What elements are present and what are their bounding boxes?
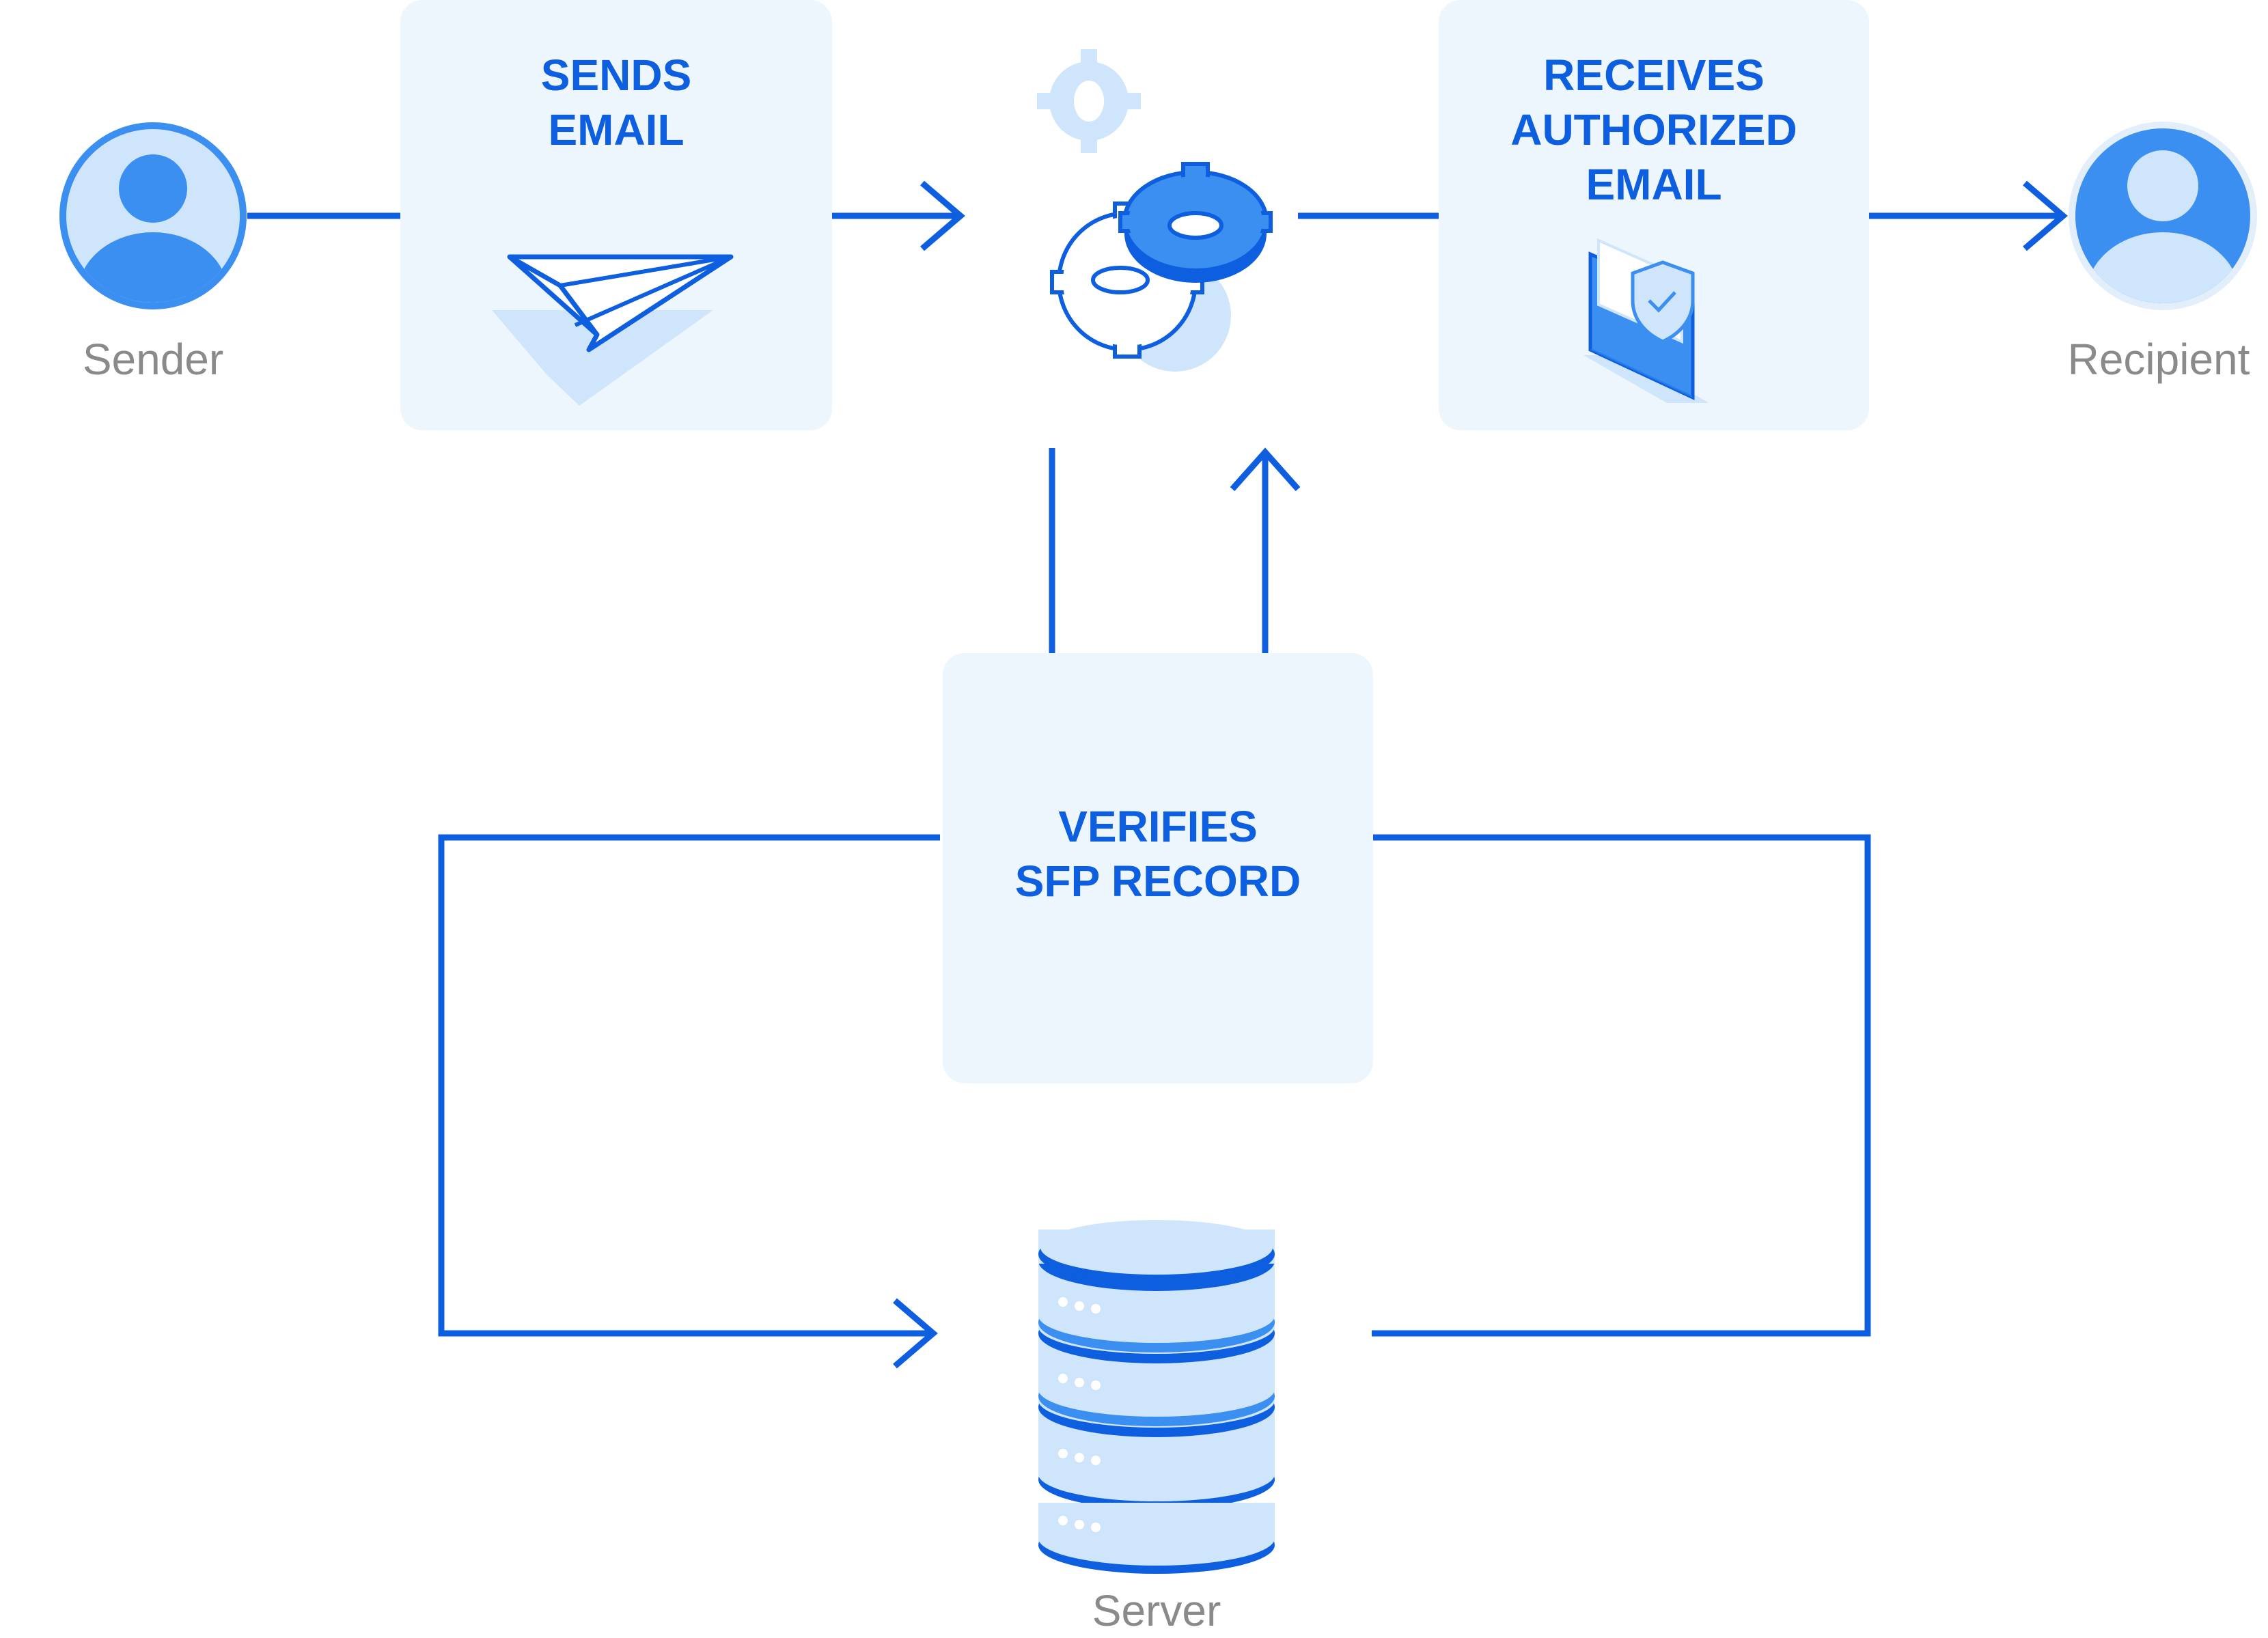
sender-avatar-icon — [59, 122, 247, 309]
gears-icon — [1037, 49, 1273, 372]
sender-label: Sender — [82, 335, 224, 384]
database-icon — [1038, 1220, 1275, 1574]
recipient-label: Recipient — [2067, 335, 2250, 384]
server-label: Server — [1092, 1586, 1221, 1635]
verifies-record-box: VERIFIES SFP RECORD — [943, 653, 1373, 1083]
connector-verify-server — [438, 834, 940, 1337]
receives-email-box: RECEIVES AUTHORIZED EMAIL — [1439, 0, 1869, 430]
receives-email-title: RECEIVES AUTHORIZED EMAIL — [1510, 51, 1797, 209]
sends-email-title: SENDS EMAIL — [540, 51, 692, 154]
connector-server-verify — [1372, 834, 1871, 1337]
arrowhead-gears — [920, 180, 965, 251]
arrowhead-recipient — [2023, 180, 2068, 251]
arrowhead-server — [893, 1298, 938, 1369]
arrowhead-up — [1230, 447, 1301, 491]
recipient-avatar-icon — [2069, 122, 2257, 310]
verifies-record-title: VERIFIES SFP RECORD — [1014, 802, 1301, 906]
paper-plane-icon — [492, 254, 734, 406]
shielded-envelope-icon — [1584, 238, 1709, 403]
